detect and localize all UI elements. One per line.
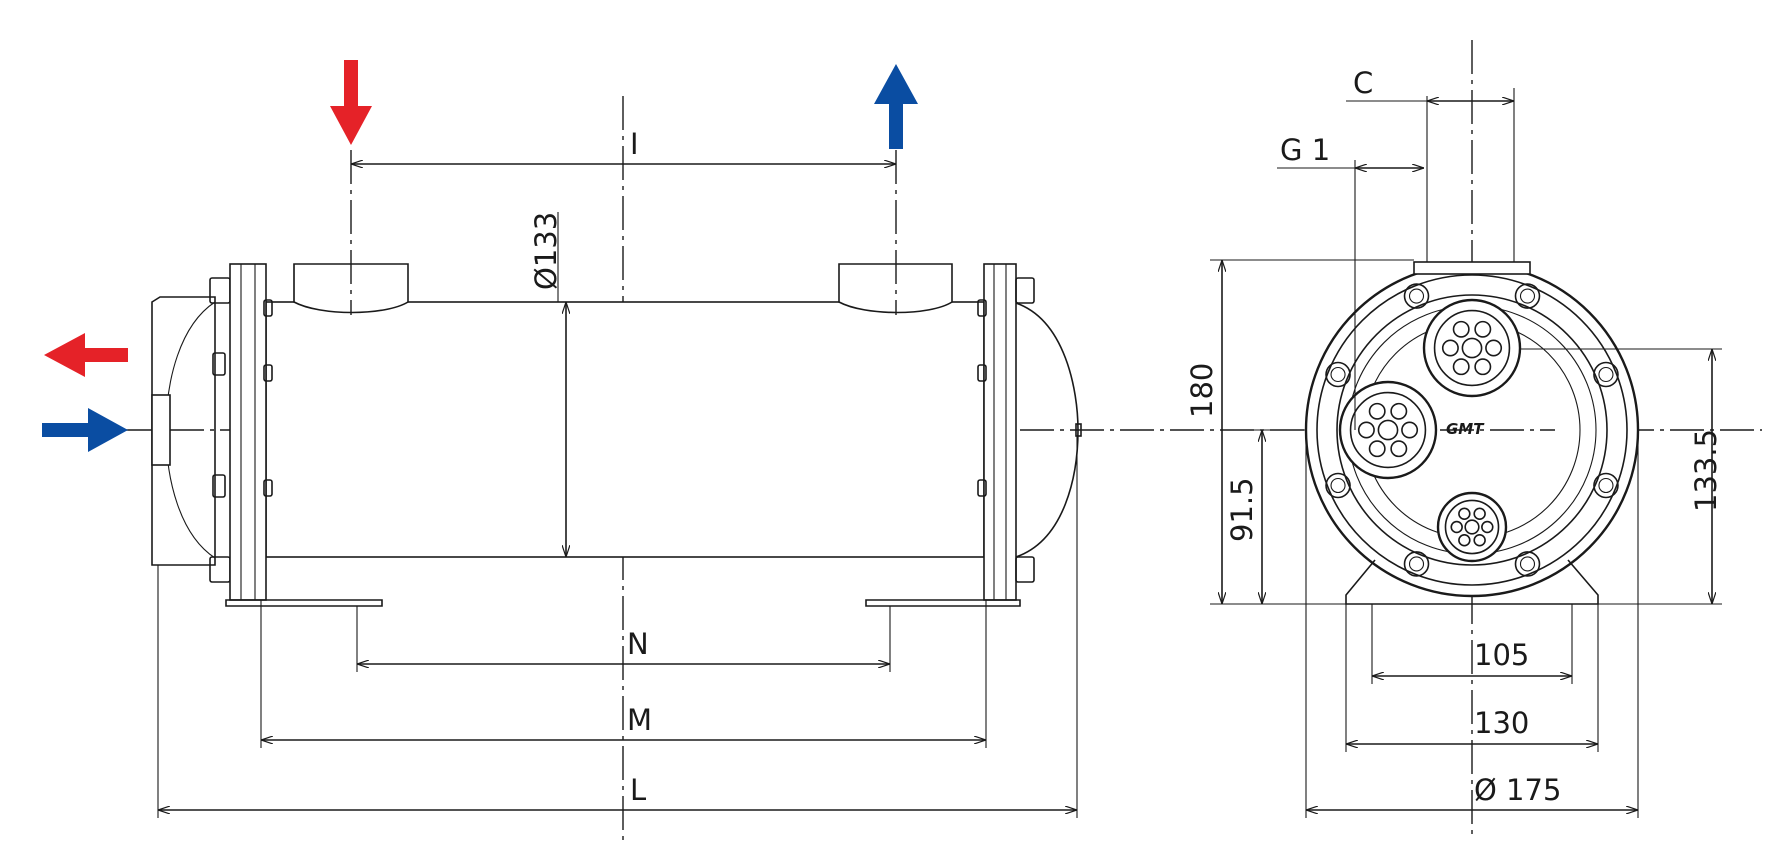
tube-hole	[1474, 358, 1492, 376]
tube-hole	[1390, 440, 1408, 458]
bolt-hole	[1403, 283, 1430, 309]
hot-inlet-arrow	[330, 60, 372, 145]
hot-outlet-arrow	[44, 333, 128, 377]
tube-hole	[1473, 507, 1486, 520]
label-l: L	[630, 773, 646, 807]
label-130: 130	[1474, 706, 1529, 740]
right-end-dome	[1015, 302, 1079, 558]
tube-hole	[1481, 520, 1494, 534]
tube-hole	[1401, 421, 1419, 439]
label-i: I	[630, 127, 639, 161]
bolt-hole	[1325, 361, 1351, 388]
cold-inlet-arrow	[42, 408, 128, 452]
tube-hole	[1485, 339, 1503, 357]
inlet-boss	[293, 263, 409, 314]
label-180: 180	[1185, 363, 1219, 418]
label-133-5: 133.5	[1689, 429, 1723, 512]
tube-hole	[1377, 419, 1399, 441]
tube-hole	[1450, 520, 1463, 534]
tube-hole	[1357, 421, 1375, 439]
tube-hole	[1368, 402, 1386, 420]
bolt-holes	[1325, 283, 1619, 577]
bolt-hole	[1325, 472, 1351, 499]
tube-hole	[1368, 440, 1386, 458]
dimension-diameter-175: Ø 175	[1306, 773, 1638, 810]
dimension-n: N	[357, 627, 890, 664]
left-port	[1338, 380, 1438, 480]
label-n: N	[627, 627, 649, 661]
tube-hole	[1464, 519, 1480, 535]
tube-hole	[1474, 320, 1492, 338]
left-flange	[229, 263, 273, 601]
dimension-180: 180	[1185, 259, 1414, 605]
tube-hole	[1458, 507, 1471, 520]
tube-hole	[1458, 534, 1471, 547]
label-g1: G 1	[1280, 133, 1330, 167]
label-m: M	[627, 703, 652, 737]
side-view: I Ø133 N M L	[42, 60, 1762, 840]
tube-hole	[1441, 339, 1459, 357]
label-105: 105	[1474, 638, 1529, 672]
upper-port	[1422, 298, 1522, 398]
label-c: C	[1353, 66, 1373, 100]
dimension-130: 130	[1346, 706, 1598, 744]
dimension-105: 105	[1372, 638, 1572, 676]
bolt-hole	[1514, 283, 1541, 309]
end-cover-ring	[1336, 294, 1608, 566]
right-foot	[865, 599, 1021, 607]
tube-hole	[1390, 402, 1408, 420]
bolt-hole	[1593, 472, 1619, 499]
cold-outlet-arrow	[874, 64, 918, 149]
tube-hole	[1461, 337, 1483, 359]
label-diameter-175: Ø 175	[1474, 773, 1561, 807]
dimension-c: C	[1346, 66, 1515, 262]
dimension-133-5: 133.5	[1520, 348, 1723, 605]
left-end-cap	[151, 277, 231, 583]
tube-hole	[1452, 320, 1470, 338]
bolt-hole	[1514, 551, 1541, 577]
dimension-diameter-133: Ø133	[529, 212, 566, 557]
tube-hole	[1473, 534, 1486, 547]
left-foot	[225, 599, 383, 607]
right-flange	[977, 263, 1035, 601]
drain-plug	[1075, 423, 1082, 437]
bolt-hole	[1403, 551, 1430, 577]
dimension-i: I	[351, 127, 896, 164]
dimension-91-5: 91.5	[1225, 429, 1305, 604]
logo-text: GMT	[1446, 420, 1485, 438]
shell-body	[265, 301, 985, 558]
outlet-boss	[838, 263, 953, 314]
dimension-l: L	[158, 773, 1077, 810]
label-91-5: 91.5	[1225, 477, 1259, 542]
bottom-port	[1436, 491, 1508, 563]
tube-hole	[1452, 358, 1470, 376]
dimension-g1: G 1	[1277, 133, 1424, 430]
bolt-hole	[1593, 361, 1619, 388]
dimension-m: M	[261, 703, 986, 740]
end-foot	[1345, 559, 1599, 605]
label-diameter-133: Ø133	[529, 212, 563, 290]
end-view: GMT C G 1 180 91.5	[1185, 40, 1723, 836]
